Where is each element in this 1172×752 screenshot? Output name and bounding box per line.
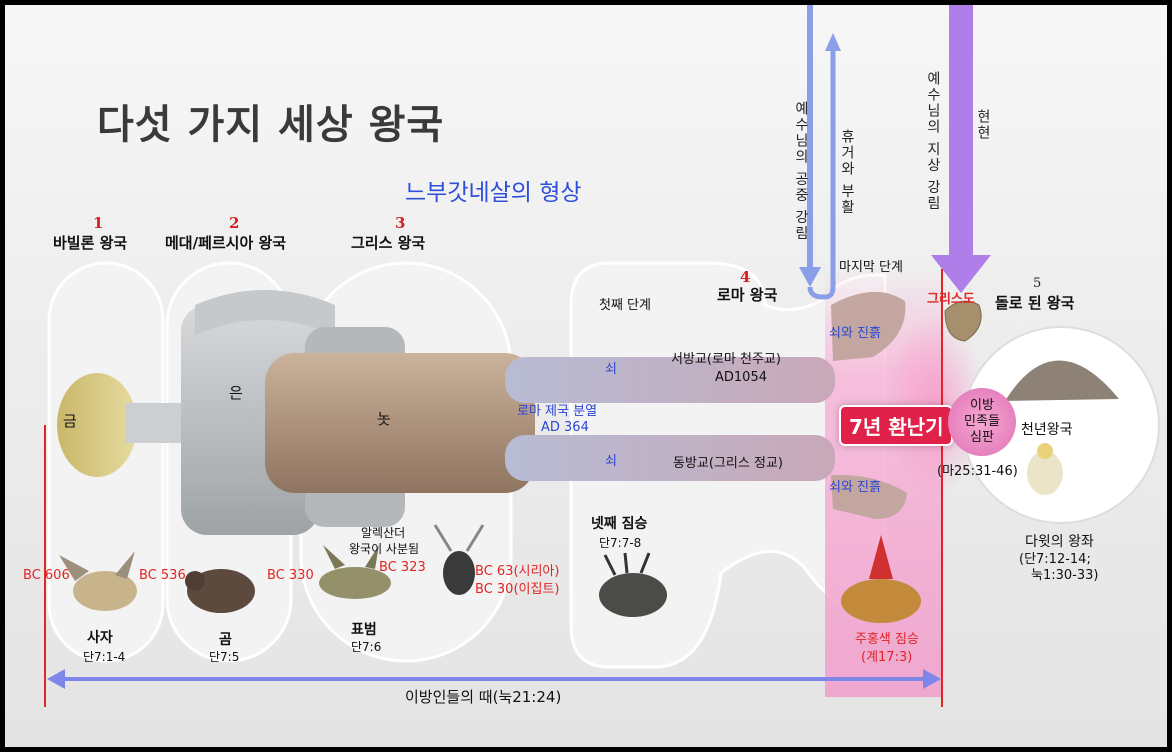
ref-leopard: 단7:6	[351, 640, 382, 654]
crown-glow-icon	[1037, 443, 1053, 459]
rome-split-line2: AD 364	[541, 420, 589, 435]
times-of-gentiles-label: 이방인들의 때(눅21:24)	[405, 688, 562, 706]
gentiles-arrow-left	[47, 669, 65, 689]
bronze-belly	[265, 353, 535, 493]
diagram-subtitle: 느부갓네살의 형상	[405, 180, 582, 206]
mountain-icon	[1005, 360, 1119, 401]
foot-upper	[831, 291, 906, 361]
iron-lower-label: 쇠	[605, 454, 617, 469]
iron-clay-lower: 쇠와 진흙	[829, 480, 881, 495]
earth-coming-label: 예수님의 지상 강림	[925, 71, 941, 212]
kingdom-4-name: 로마 왕국	[717, 286, 778, 304]
rome-first-stage: 첫째 단계	[599, 298, 651, 313]
kingdom-2-name: 메대/페르시아 왕국	[165, 234, 287, 252]
ascent-arrowhead	[825, 33, 841, 51]
fourth-beast-icon	[599, 552, 667, 617]
air-coming-label: 예수님의 공중 강림	[793, 101, 809, 242]
fourth-beast-label: 넷째 짐승	[591, 516, 648, 532]
kingdom-3-name: 그리스 왕국	[351, 234, 426, 252]
lion-icon	[59, 551, 137, 611]
page-title: 다섯 가지 세상 왕국	[97, 102, 445, 148]
throne-line3: 눅1:30-33)	[1031, 568, 1099, 583]
kingdom-4-number: 4	[740, 268, 751, 286]
gold-label: 금	[63, 412, 77, 430]
eastern-church-label: 동방교(그리스 정교)	[673, 456, 783, 471]
earthly-descent-shaft	[949, 5, 973, 257]
beast-bear-label: 곰	[219, 632, 232, 648]
tribulation-badge: 7년 환난기	[839, 405, 954, 446]
ref-fourth-beast: 단7:7-8	[599, 536, 642, 550]
kingdom-1-number: 1	[93, 214, 104, 232]
date-egypt: BC 30(이집트)	[475, 582, 560, 597]
western-church-line1: 서방교(로마 천주교)	[671, 352, 781, 367]
kingdom-5-name: 돌로 된 왕국	[995, 294, 1075, 312]
manifestation-label: 현현	[975, 109, 991, 141]
silver-label: 은	[229, 384, 243, 402]
iron-leg-upper	[505, 357, 835, 403]
earthly-descent-arrowhead	[931, 255, 991, 293]
alexander-note-1: 알렉산더	[361, 526, 406, 540]
bronze-label: 놋	[377, 410, 391, 428]
gentiles-arrow-right	[923, 669, 941, 689]
iron-upper-label: 쇠	[605, 362, 617, 377]
date-syria: BC 63(시리아)	[475, 564, 560, 579]
throne-line2: (단7:12-14;	[1019, 552, 1091, 567]
beast-lion-label: 사자	[87, 630, 113, 646]
diagram-canvas: 다섯 가지 세상 왕국 느부갓네살의 형상 예수님의 공중 강림 휴거와 부활 …	[5, 5, 1167, 747]
kingdom-3-number: 3	[395, 214, 406, 232]
beast-leopard-label: 표범	[351, 622, 377, 638]
judgment-line3: 심판	[970, 430, 994, 446]
leopard-icon	[319, 545, 391, 599]
gentile-judgment-circle: 이방 민족들 심판	[948, 388, 1016, 456]
scarlet-beast-ref: (계17:3)	[861, 650, 913, 665]
ref-lion: 단7:1-4	[83, 650, 126, 664]
diagram-graphics	[44, 5, 1160, 707]
date-greece-split: BC 323	[379, 560, 426, 575]
iron-clay-upper: 쇠와 진흙	[829, 326, 881, 341]
ref-bear: 단7:5	[209, 650, 240, 664]
throne-icon	[1027, 451, 1063, 495]
goat-icon	[433, 524, 485, 595]
date-babylon: BC 606	[23, 568, 70, 583]
iron-leg-lower	[505, 435, 835, 481]
return-arrow-path	[807, 49, 836, 300]
gold-head	[57, 373, 137, 477]
millennium-label: 천년왕국	[1021, 422, 1073, 438]
christ-label: 그리스도	[927, 292, 975, 307]
foot-lower	[831, 474, 907, 519]
neck	[125, 403, 187, 443]
kingdom-2-number: 2	[229, 214, 240, 232]
scarlet-beast-icon	[841, 535, 921, 623]
rome-last-stage: 마지막 단계	[839, 260, 903, 275]
date-greece: BC 330	[267, 568, 314, 583]
descent-arrowhead	[799, 267, 821, 287]
rome-split-line1: 로마 제국 분열	[517, 404, 598, 419]
western-church-line2: AD1054	[715, 370, 767, 385]
descent-arrow-shaft	[807, 5, 813, 273]
date-persia: BC 536	[139, 568, 186, 583]
judgment-line1: 이방	[970, 397, 994, 413]
bear-icon	[185, 569, 255, 613]
silver-arms	[195, 290, 335, 335]
alexander-note-2: 왕국이 사분됨	[349, 542, 420, 556]
judgment-ref: (마25:31-46)	[937, 464, 1018, 479]
rapture-label: 휴거와 부활	[839, 129, 855, 216]
kingdom-1-name: 바빌론 왕국	[53, 234, 128, 252]
throne-line1: 다윗의 왕좌	[1025, 534, 1094, 550]
stone-icon	[944, 300, 982, 342]
kingdom-5-number: 5	[1033, 276, 1042, 291]
judgment-line2: 민족들	[964, 413, 1000, 429]
scarlet-beast-label: 주홍색 짐승	[855, 632, 919, 647]
